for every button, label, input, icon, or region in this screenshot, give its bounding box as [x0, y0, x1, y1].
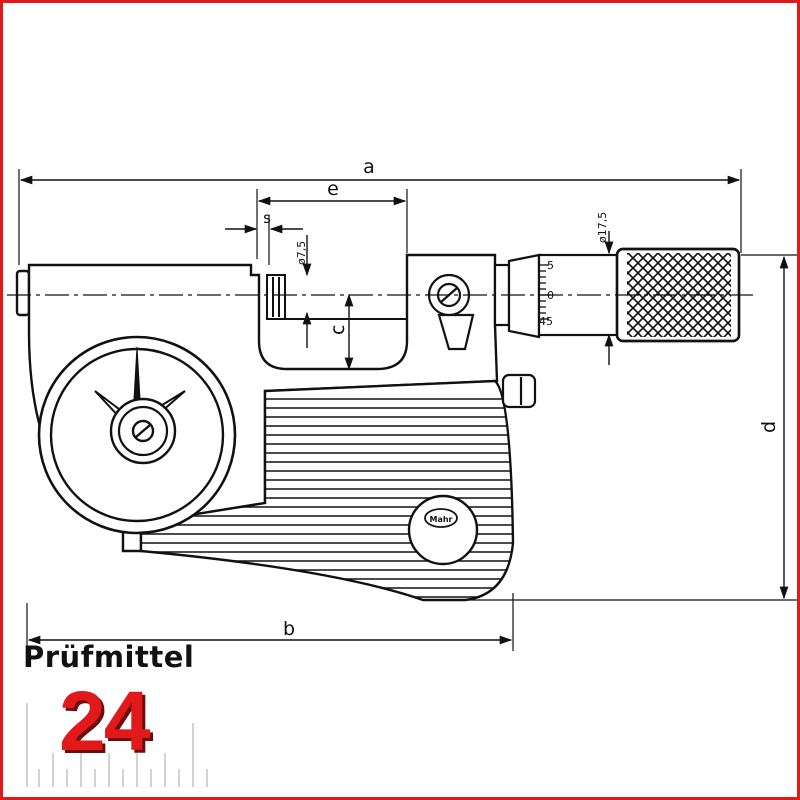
- logo-number-text: 24: [59, 674, 150, 768]
- scale-label-middle: 0: [547, 289, 554, 302]
- dimension-e-label: e: [327, 178, 339, 200]
- spindle-diameter-label: ø7,5: [295, 241, 308, 265]
- logo-brand-text: Prüfmittel: [23, 640, 195, 674]
- thimble-diameter-label: ø17,5: [596, 212, 609, 243]
- scale-label-top: 5: [547, 259, 554, 272]
- micrometer-drawing: Mahr 5 0 45 a e s b c d ø7,5 ø17,5: [7, 156, 797, 787]
- dimension-d-label: d: [758, 421, 780, 433]
- extension-lines: [18, 169, 797, 651]
- brand-badge-label: Mahr: [430, 515, 453, 524]
- dimension-b-label: b: [283, 618, 295, 640]
- anvil-faces: [266, 274, 407, 320]
- logo-ruler: [26, 703, 208, 787]
- release-button: [501, 373, 537, 409]
- brand-badge: Mahr: [407, 494, 479, 566]
- scale-label-bottom: 45: [539, 315, 553, 328]
- dial-indicator: [37, 335, 237, 535]
- dimension-s-label: s: [263, 209, 271, 227]
- dimension-lines: [19, 175, 789, 645]
- dimension-c-label: c: [327, 325, 349, 335]
- dimension-a-label: a: [363, 156, 375, 178]
